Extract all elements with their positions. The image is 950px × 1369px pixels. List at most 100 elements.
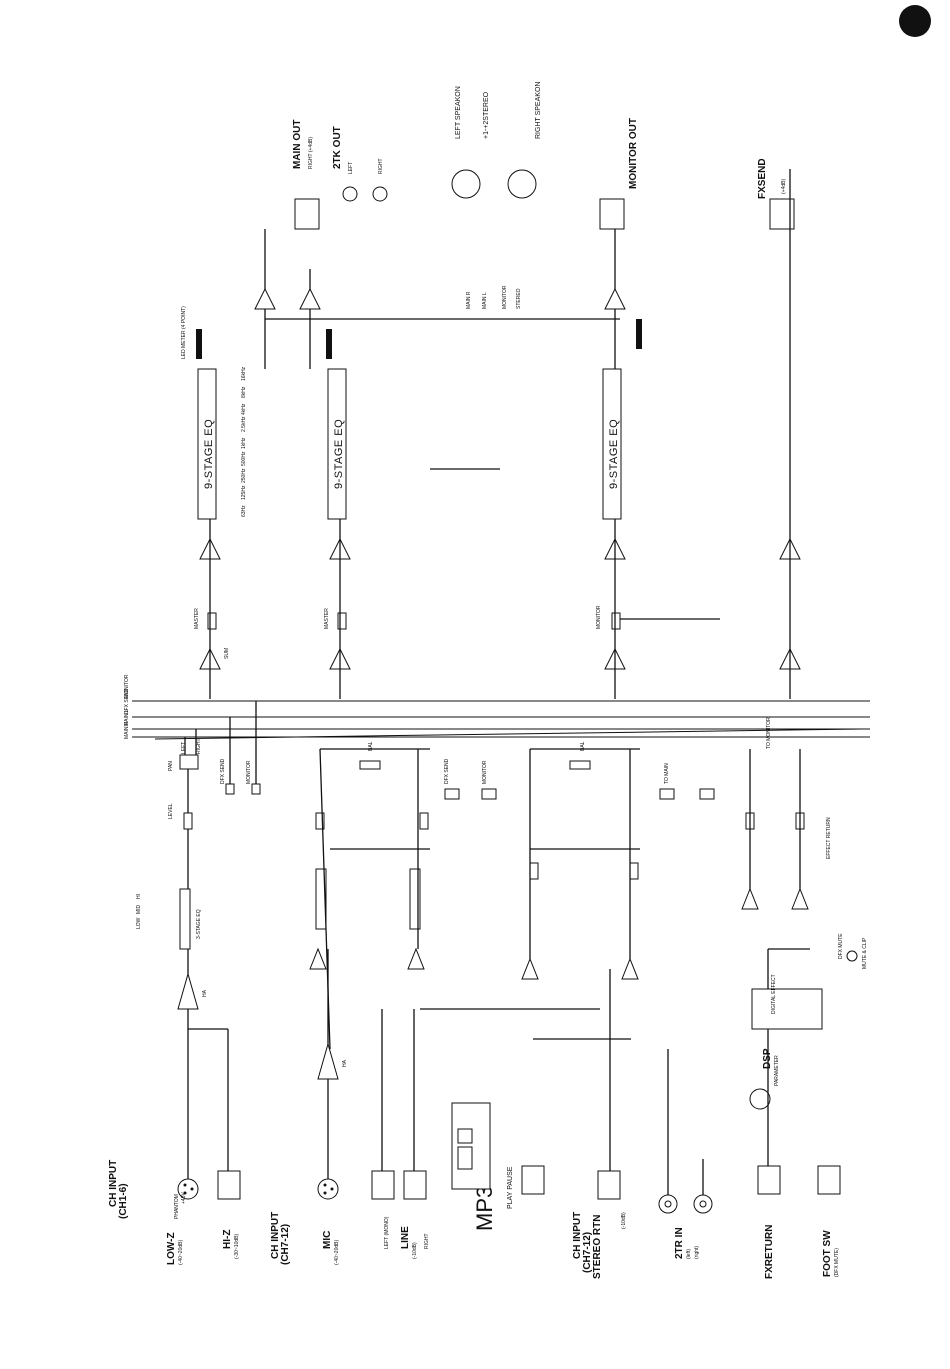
svg-text:MONITOR: MONITOR [502,285,508,309]
ba-amp4-icon [621,957,639,980]
master-main-l-icon [207,612,217,630]
svg-text:MONITOR: MONITOR [596,605,602,629]
svg-text:DFX SEND: DFX SEND [220,758,226,784]
mic-level: (-40~20dB) [334,1240,340,1265]
svg-text:RIGHT (+4dB): RIGHT (+4dB) [308,137,314,169]
ba-out-r-icon [299,287,321,310]
svg-text:LOW: LOW [136,917,142,929]
svg-text:PARAMETER: PARAMETER [774,1055,780,1086]
svg-text:STEREO: STEREO [516,288,522,309]
ba-amp3-icon [521,957,539,980]
line-right-jack-icon [403,1170,427,1200]
ba-amp-icon [309,947,327,970]
svg-text:63Hz: 63Hz [241,505,247,517]
fxreturn-label: FXRETURN [764,1225,775,1279]
ba-amp2-icon [407,947,425,970]
svg-text:MONITOR: MONITOR [482,760,488,784]
level-fader-ch7-r-icon [419,812,429,830]
output-columns: SUM MASTER 9-STAGE EQ MASTER 9-STAGE EQ … [194,169,801,699]
svg-text:9-STAGE EQ: 9-STAGE EQ [333,419,345,489]
ba-fx2-icon [791,887,809,910]
svg-text:LEFT: LEFT [348,162,354,174]
footsw-label: FOOT SW [822,1230,833,1277]
svg-text:TO MONITOR: TO MONITOR [766,717,772,749]
hiz-label: HI-Z [222,1230,233,1249]
bus-label-main-l: MAIN L [124,709,130,726]
svg-text:500Hz: 500Hz [241,451,247,466]
level-fader-stereo-l-icon [529,862,539,880]
svg-text:RIGHT SPEAKON: RIGHT SPEAKON [535,82,542,139]
phantom-label: PHANTOM [174,1194,180,1219]
svg-text:(+4dB): (+4dB) [781,179,787,194]
misc-wiring [320,468,720,1010]
bus-label-monitor: MONITOR [124,674,130,698]
svg-text:MAIN OUT: MAIN OUT [292,120,303,169]
tr2-in-label: 2TR IN [674,1227,685,1259]
svg-text:MUTE & CLIP: MUTE & CLIP [862,937,868,969]
pan-ch1-icon [179,754,199,770]
led-meter-mon-icon [636,319,642,349]
svg-text:BAL: BAL [368,741,374,751]
svg-text:LEFT SPEAKON: LEFT SPEAKON [455,86,462,139]
rca-right-icon [693,1194,713,1214]
svg-text:EFFECT RETURN: EFFECT RETURN [826,817,832,859]
tr2-in-left: (left) [686,1249,692,1259]
svg-text:MAIN L: MAIN L [482,292,488,309]
stereo-rtn-level: (-10dB) [621,1212,627,1229]
play-pause-label: PLAY PAUSE [507,1166,514,1209]
ha-amp-icon [177,972,199,1010]
svg-text:PAN: PAN [168,761,174,771]
fxsend-jack-icon [769,198,795,230]
master-main-r-icon [337,612,347,630]
rca-2tk-l-icon [342,186,358,202]
page-marker-dot [899,5,931,37]
svg-text:125Hz: 125Hz [241,485,247,500]
rca-left-icon [658,1194,678,1214]
master-monitor-icon [611,612,621,630]
svg-text:250Hz: 250Hz [241,468,247,483]
mic-label: MIC [322,1231,333,1249]
svg-text:MONITOR OUT: MONITOR OUT [628,118,639,189]
outputs: MAIN OUT RIGHT (+4dB) 2TK OUT LEFT RIGHT… [181,82,795,369]
lowz-level: (-40~20dB) [178,1240,184,1265]
stereo-rtn-sub: (CH7-12) [582,1232,593,1273]
eq3-ch7-left-icon [315,868,327,930]
mp3-label: MP3 [472,1186,497,1231]
svg-text:MASTER: MASTER [194,608,200,629]
hiz-level: (-30~10dB) [234,1234,240,1259]
left-mono-label: LEFT (MONO) [384,1216,390,1249]
bus-label-main-r: MAIN R [124,721,130,739]
xlr-lowz-icon [177,1178,199,1200]
level-fader-stereo-r-icon [629,862,639,880]
level-fader-ch1-icon [183,812,193,830]
bal-stereo-icon [569,760,591,770]
monitor-out-jack-icon [599,198,625,230]
play-pause-jack-icon [521,1165,545,1195]
mp3-player-icon [451,1102,491,1190]
ch7-12-title: CH INPUT [270,1212,281,1259]
svg-text:1kHz: 1kHz [241,437,247,449]
fxreturn-jack-icon [757,1165,781,1195]
speakon-left-icon [451,169,481,199]
footsw-sub: (DFX MUTE) [834,1248,840,1277]
ba-fx-icon [741,887,759,910]
svg-text:RIGHT: RIGHT [378,158,384,174]
stereo-rtn-title: CH INPUT [572,1212,583,1259]
rca-2tk-r-icon [372,186,388,202]
lowz-label: LOW-Z [166,1232,177,1265]
svg-text:MASTER: MASTER [324,608,330,629]
footsw-jack-icon [817,1165,841,1195]
line-label: LINE [400,1226,411,1249]
svg-text:9-STAGE EQ: 9-STAGE EQ [608,419,620,489]
bal-ch7-icon [359,760,381,770]
svg-text:3-STAGE EQ: 3-STAGE EQ [196,909,202,939]
bus-label-dfx: DFX SEND [124,688,130,714]
svg-text:4kHz: 4kHz [241,403,247,415]
svg-text:LEFT: LEFT [181,742,187,754]
parameter-knob-icon [749,1088,771,1110]
eq3-ch1-icon [179,888,191,950]
svg-text:MAIN R: MAIN R [466,291,472,309]
